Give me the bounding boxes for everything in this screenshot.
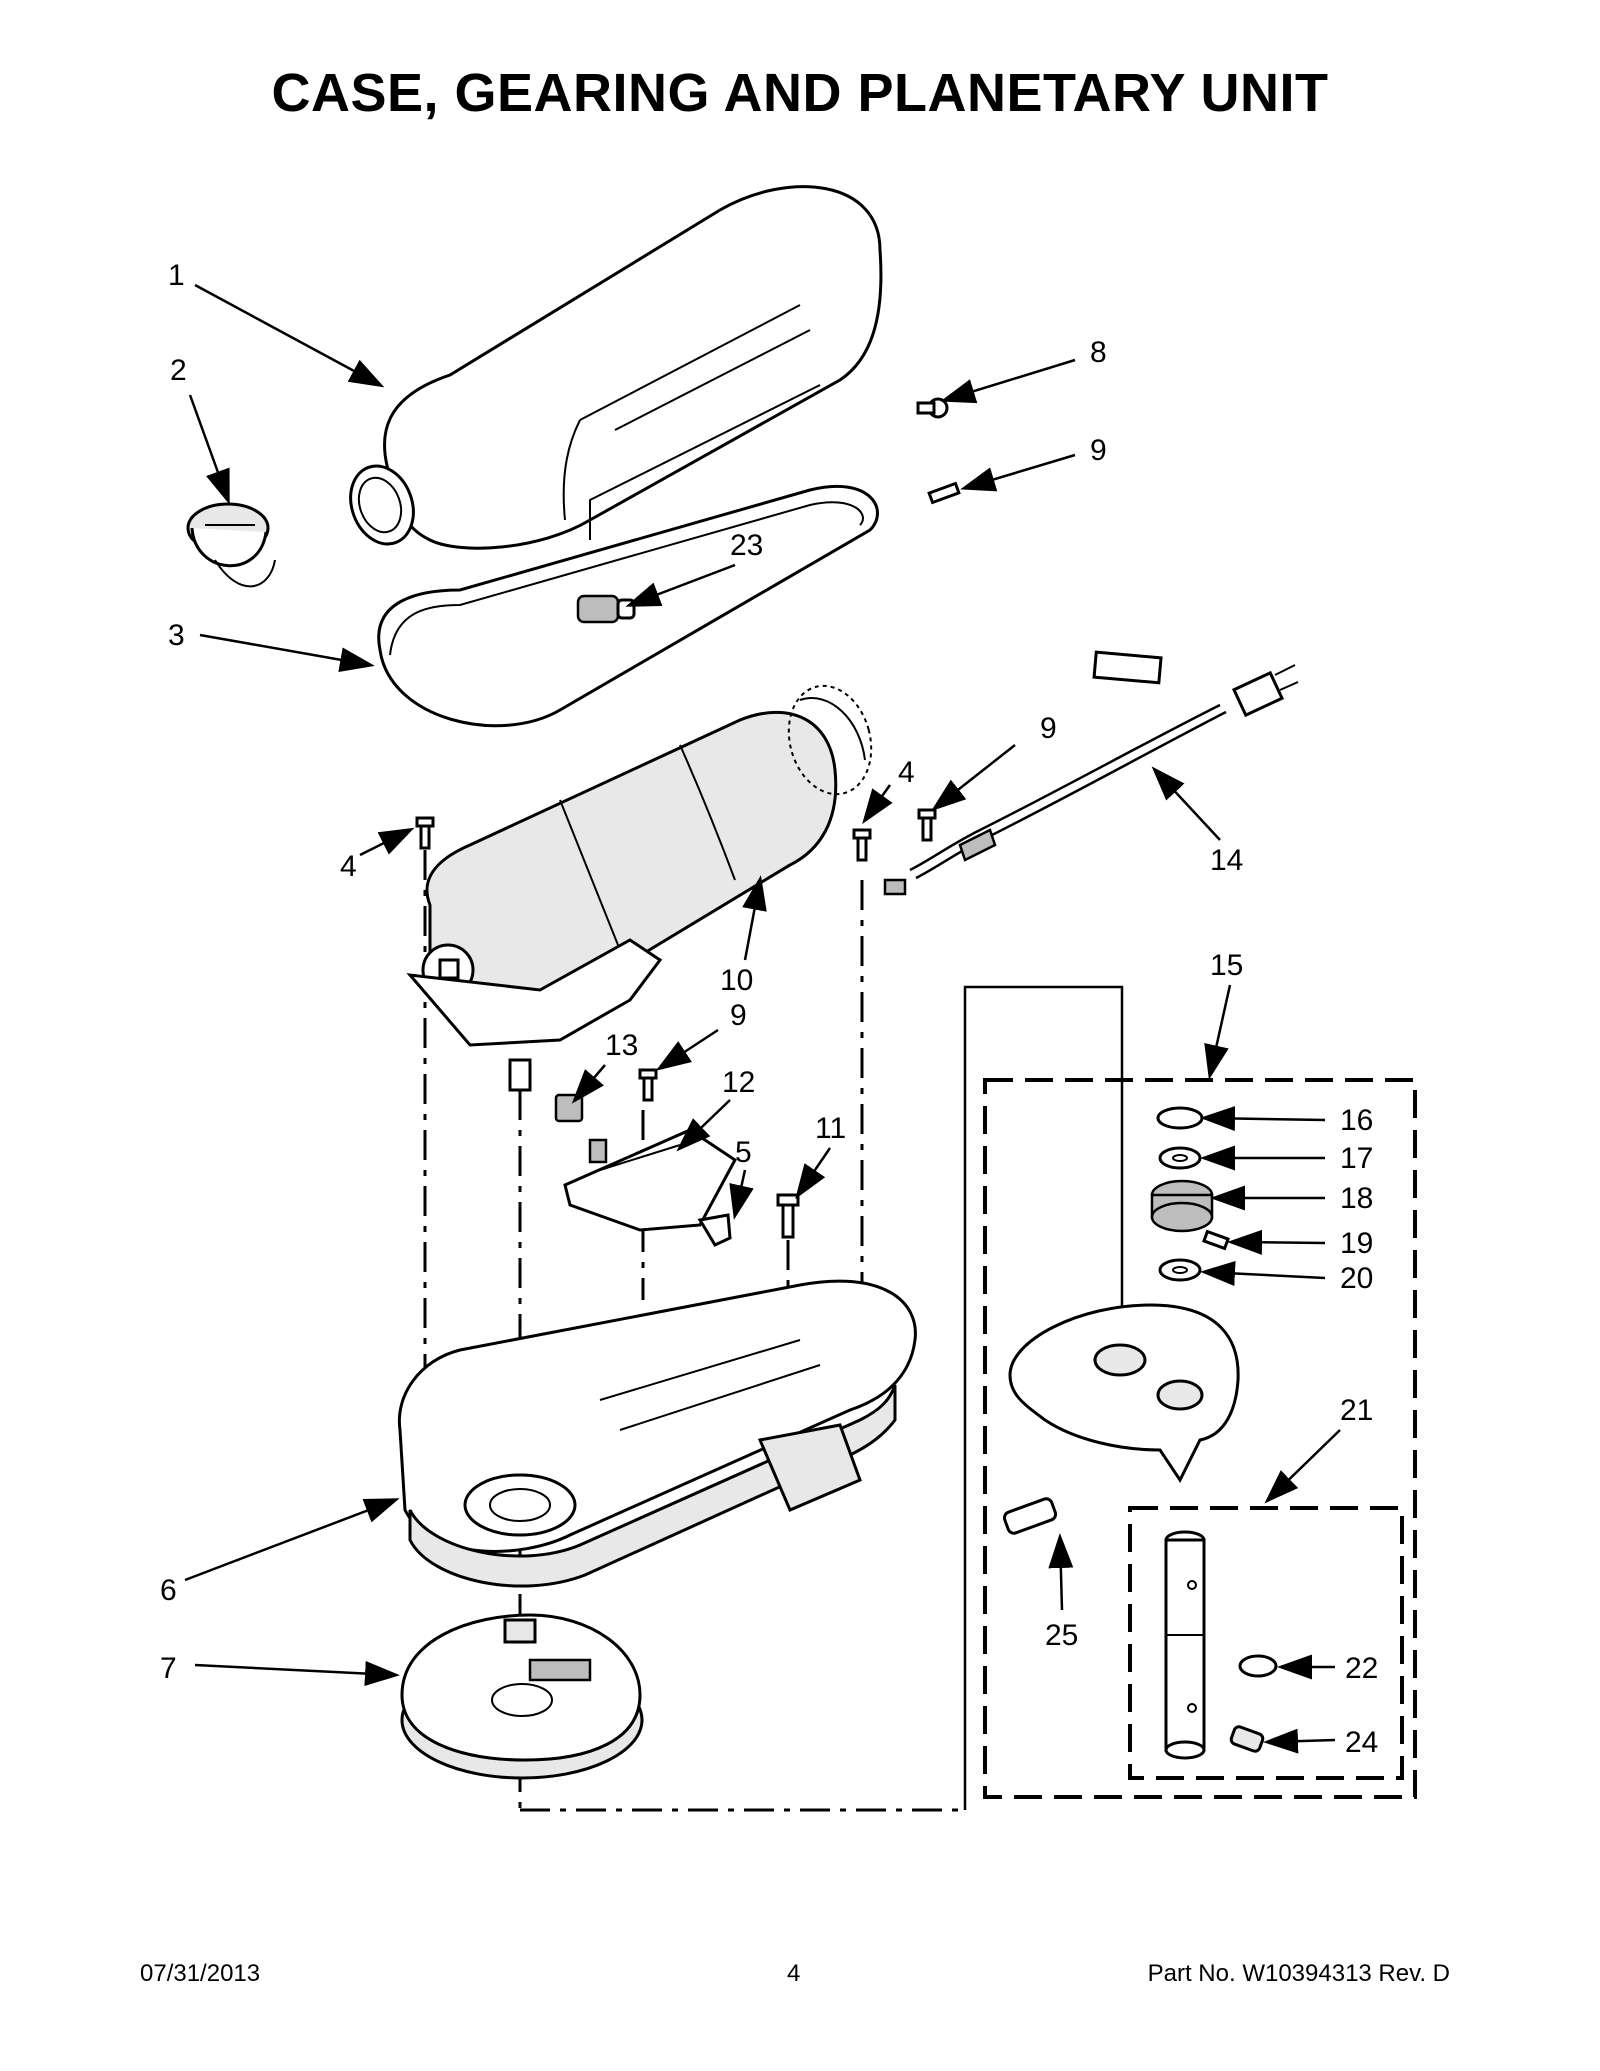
callout-6: 6 [160,1574,177,1607]
footer-date: 07/31/2013 [140,1960,261,1987]
planetary-unit-box [983,1078,1417,1799]
planetary-housing [1008,1303,1240,1483]
callout-1: 1 [168,259,185,292]
callout-9-mid: 9 [1040,712,1057,745]
gear-case [400,1613,644,1780]
screw-4-right [852,828,872,862]
callout-4-right: 4 [898,756,915,789]
callout-4-left: 4 [340,850,357,883]
screw-9-lower [638,1068,658,1102]
callout-24: 24 [1345,1726,1378,1759]
ring-22 [1238,1654,1278,1678]
callout-7: 7 [160,1652,177,1685]
callout-labels: 1 2 3 8 9 23 4 4 9 14 10 15 9 13 12 5 11… [160,259,1378,1759]
sensor-13 [554,1093,584,1123]
pin-24 [1229,1725,1265,1753]
callout-16: 16 [1340,1104,1373,1137]
callout-18: 18 [1340,1182,1373,1215]
callout-9-top: 9 [1090,434,1107,467]
page-title: CASE, GEARING AND PLANETARY UNIT [271,63,1329,123]
callout-19: 19 [1340,1227,1373,1260]
motor [406,684,873,1092]
screw-11 [776,1193,800,1239]
callout-17: 17 [1340,1142,1373,1175]
footer-part-number: Part No. W10394313 Rev. D [1147,1960,1450,1987]
gear-18 [1150,1179,1214,1233]
callout-23: 23 [730,529,763,562]
pin-25 [1002,1497,1058,1535]
power-cord [883,650,1299,896]
head-case [349,185,883,550]
screw-9-mid [917,808,937,842]
washer-20 [1158,1258,1202,1282]
control-board-12 [563,1128,737,1232]
callout-15: 15 [1210,949,1243,982]
callout-20: 20 [1340,1262,1373,1295]
washer-17 [1158,1146,1202,1170]
callout-25: 25 [1045,1619,1078,1652]
callout-10: 10 [720,964,753,997]
callout-12: 12 [722,1066,755,1099]
screw-4-left [415,816,435,850]
callout-8: 8 [1090,336,1107,369]
callout-21: 21 [1340,1394,1373,1427]
callout-11: 11 [815,1112,846,1145]
callout-14: 14 [1210,844,1243,877]
callout-13: 13 [605,1029,638,1062]
retaining-ring-16 [1156,1106,1204,1130]
callout-22: 22 [1345,1652,1378,1685]
leader-lines [184,283,1341,1754]
callout-9-lower: 9 [730,999,747,1032]
clip-5 [697,1213,732,1247]
thumb-screw-23 [576,594,636,624]
footer-page-number: 4 [787,1960,801,1987]
callout-2: 2 [170,354,187,387]
shaft [1164,1530,1206,1760]
callout-3: 3 [168,619,185,652]
screw-9-top [927,481,961,505]
hub-cover [186,502,276,588]
callout-5: 5 [735,1136,752,1169]
screw-8 [916,397,949,419]
pin-19 [1202,1229,1230,1251]
base [397,1279,917,1588]
